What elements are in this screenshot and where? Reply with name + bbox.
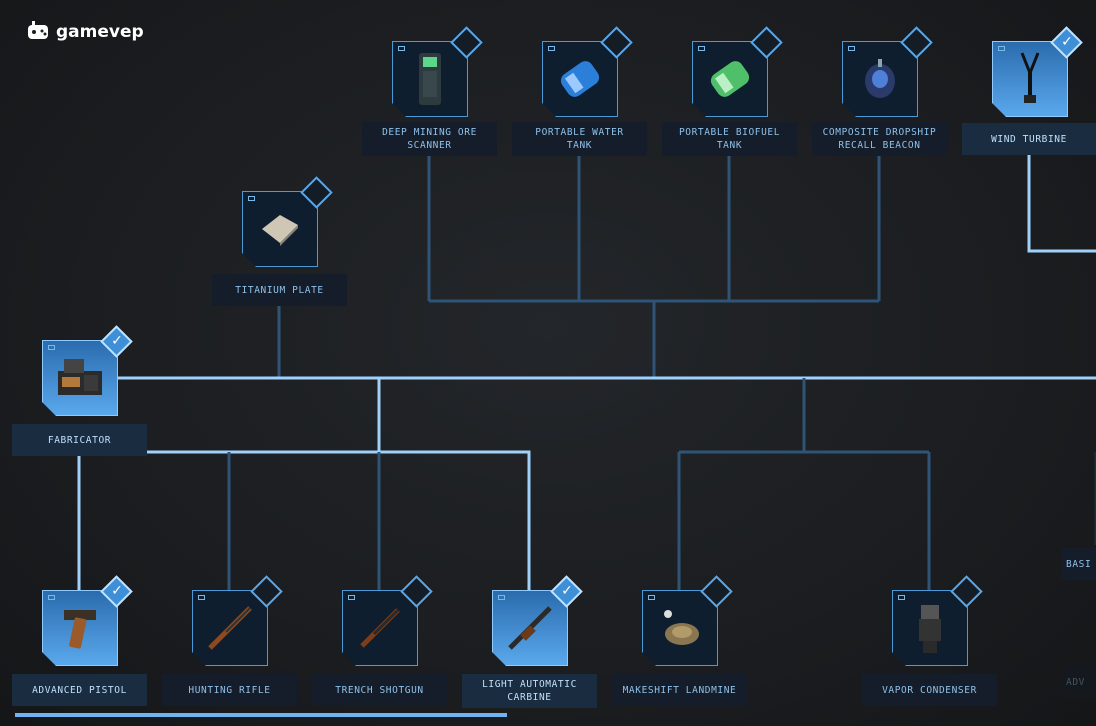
check-icon: ✓ bbox=[111, 583, 123, 599]
beacon-icon bbox=[860, 57, 900, 101]
research-progress-bar bbox=[15, 713, 507, 717]
check-icon: ✓ bbox=[111, 333, 123, 349]
condenser-icon bbox=[913, 601, 947, 655]
brand-name: gamevep bbox=[56, 22, 144, 42]
node-hunting-rifle[interactable] bbox=[192, 575, 283, 666]
node-trench-shotgun[interactable] bbox=[342, 575, 433, 666]
node-composite-dropship-recall-beacon[interactable] bbox=[842, 26, 933, 117]
node-fabricator[interactable]: ✓ bbox=[42, 325, 133, 416]
label-advanced-pistol: ADVANCED PISTOL bbox=[12, 674, 147, 706]
label-portable-water-tank: PORTABLE WATER TANK bbox=[512, 122, 647, 156]
node-vapor-condenser[interactable] bbox=[892, 575, 983, 666]
node-portable-biofuel-tank[interactable] bbox=[692, 26, 783, 117]
metal-plate-icon bbox=[258, 211, 302, 247]
node-advanced-pistol[interactable]: ✓ bbox=[42, 575, 133, 666]
label-vapor-condenser: VAPOR CONDENSER bbox=[862, 674, 997, 706]
landmine-icon bbox=[658, 606, 702, 650]
blue-tank-icon bbox=[554, 56, 606, 102]
label-wind-turbine: WIND TURBINE bbox=[962, 123, 1096, 155]
label-titanium-plate: TITANIUM PLATE bbox=[212, 274, 347, 306]
label-trench-shotgun: TRENCH SHOTGUN bbox=[312, 674, 447, 706]
node-wind-turbine[interactable]: ✓ bbox=[992, 26, 1083, 117]
handheld-scanner-icon bbox=[415, 51, 445, 107]
node-deep-mining-ore-scanner[interactable] bbox=[392, 26, 483, 117]
label-portable-biofuel-tank: PORTABLE BIOFUEL TANK bbox=[662, 122, 797, 156]
controller-logo-icon bbox=[28, 21, 48, 39]
label-light-automatic-carbine: LIGHT AUTOMATIC CARBINE bbox=[462, 674, 597, 708]
label-basic-partial: BASI bbox=[1062, 548, 1096, 580]
label-composite-dropship-recall-beacon: COMPOSITE DROPSHIP RECALL BEACON bbox=[812, 122, 947, 156]
node-makeshift-landmine[interactable] bbox=[642, 575, 733, 666]
node-titanium-plate[interactable] bbox=[242, 176, 333, 267]
carbine-icon bbox=[504, 602, 556, 654]
label-fabricator: FABRICATOR bbox=[12, 424, 147, 456]
brand-logo: gamevep bbox=[26, 20, 144, 44]
label-adv-partial: ADV bbox=[1062, 666, 1096, 698]
node-portable-water-tank[interactable] bbox=[542, 26, 633, 117]
link-fabricator-bus bbox=[147, 450, 531, 592]
pistol-icon bbox=[60, 604, 100, 652]
link-wind-turbine bbox=[1027, 155, 1096, 253]
label-hunting-rifle: HUNTING RIFLE bbox=[162, 674, 297, 706]
green-tank-icon bbox=[704, 56, 756, 102]
check-icon: ✓ bbox=[561, 583, 573, 599]
shotgun-icon bbox=[354, 602, 406, 654]
label-deep-mining-ore-scanner: DEEP MINING ORE SCANNER bbox=[362, 122, 497, 156]
node-light-automatic-carbine[interactable]: ✓ bbox=[492, 575, 583, 666]
turbine-icon bbox=[1018, 51, 1042, 107]
rifle-icon bbox=[204, 602, 256, 654]
label-makeshift-landmine: MAKESHIFT LANDMINE bbox=[612, 674, 747, 706]
fabricator-machine-icon bbox=[52, 353, 108, 403]
check-icon: ✓ bbox=[1061, 34, 1073, 50]
